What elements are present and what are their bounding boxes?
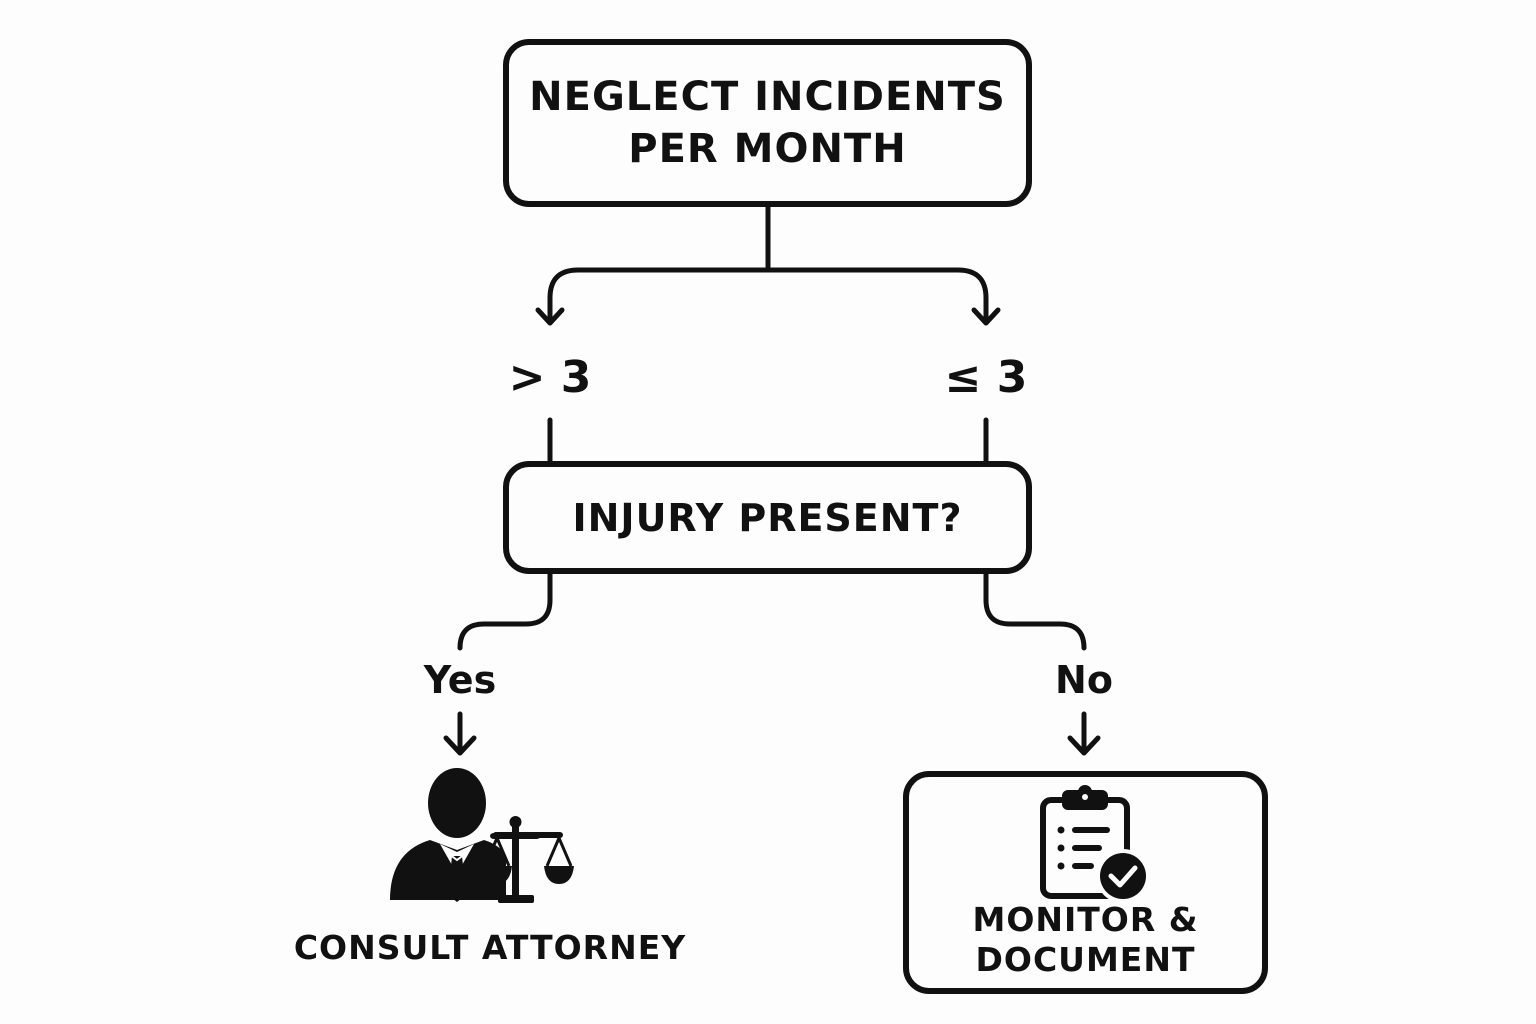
clipboard-check-icon bbox=[1040, 785, 1150, 903]
yes-label: Yes bbox=[423, 658, 497, 702]
no-label: No bbox=[1055, 658, 1113, 702]
attorney-scales-icon bbox=[390, 768, 574, 903]
arrowhead-no bbox=[1067, 735, 1101, 756]
connector-yes bbox=[457, 569, 553, 651]
monitor-document-line1: MONITOR & bbox=[972, 900, 1199, 939]
top-node-line2: PER MONTH bbox=[628, 126, 907, 172]
branch-label-less-or-equal: ≤ 3 bbox=[944, 352, 1028, 403]
monitor-document-node: MONITOR & DOCUMENT bbox=[903, 771, 1268, 994]
arrowhead-right-branch bbox=[971, 307, 1001, 326]
branch-label-greater-than: > 3 bbox=[508, 352, 592, 403]
connector-no bbox=[983, 569, 1087, 651]
connector-left-branch bbox=[547, 267, 771, 325]
question-node-injury-present: INJURY PRESENT? bbox=[503, 461, 1032, 574]
top-node-neglect-incidents: NEGLECT INCIDENTS PER MONTH bbox=[503, 39, 1032, 207]
top-node-line1: NEGLECT INCIDENTS bbox=[529, 74, 1006, 120]
monitor-document-label: MONITOR & DOCUMENT bbox=[972, 900, 1198, 980]
arrowhead-yes bbox=[443, 735, 477, 756]
connector-right-branch bbox=[765, 267, 989, 325]
question-node-label: INJURY PRESENT? bbox=[572, 495, 963, 540]
arrowhead-left-branch bbox=[535, 307, 565, 326]
consult-attorney-label: CONSULT ATTORNEY bbox=[293, 928, 687, 967]
monitor-document-line2: DOCUMENT bbox=[975, 940, 1196, 979]
